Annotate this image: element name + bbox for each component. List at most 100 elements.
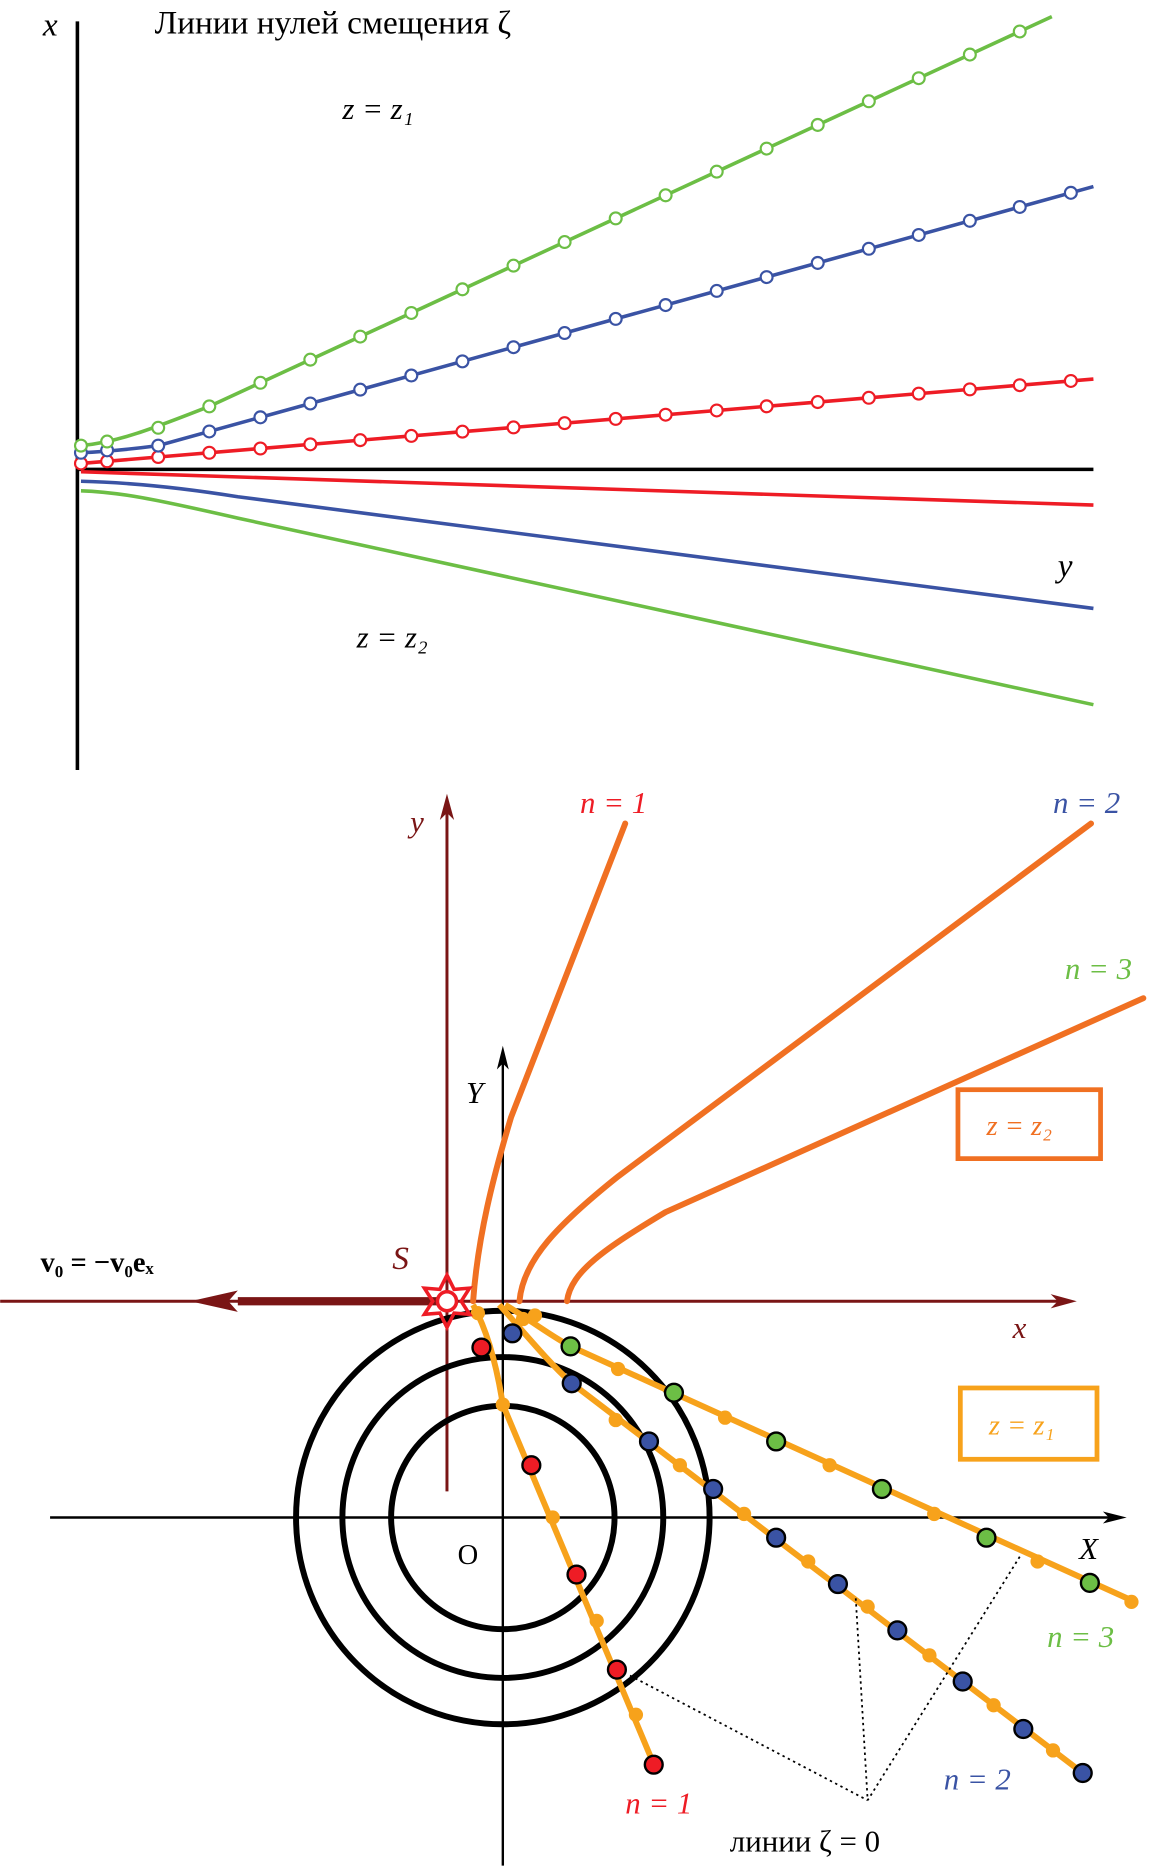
box-z2-label: z = z₂ [985, 1111, 1052, 1142]
bottom-label-n3: n = 3 [1047, 1619, 1114, 1654]
orange-dot [860, 1599, 875, 1614]
orange-dot [736, 1506, 752, 1522]
green-marker [73, 438, 88, 453]
green-dot [560, 1336, 581, 1357]
green-marker [810, 117, 825, 132]
orange-dot [610, 1361, 626, 1377]
green-marker [911, 71, 926, 86]
blue-marker [658, 298, 673, 313]
green-dot [663, 1382, 685, 1403]
red-marker [506, 420, 521, 435]
green-marker [861, 94, 876, 109]
red-marker [759, 399, 774, 414]
blue-marker [353, 382, 368, 397]
blue-marker [911, 227, 926, 242]
red-marker [253, 441, 268, 456]
source-y-label: y [407, 804, 424, 839]
red-dot [566, 1564, 587, 1585]
red-marker [861, 390, 876, 405]
red-dot [521, 1455, 542, 1476]
orange-dot [717, 1410, 733, 1425]
origin-label: O [458, 1540, 479, 1571]
source-star-icon [420, 1271, 473, 1332]
orange-dot [495, 1397, 510, 1412]
x-axis-label: x [42, 7, 58, 44]
red-marker [1012, 378, 1027, 393]
top-label-n3: n = 3 [1065, 951, 1132, 986]
X-axis-label: X [1077, 1531, 1099, 1566]
blue-marker [151, 438, 166, 453]
blue-dot [952, 1671, 973, 1692]
blue-marker [861, 241, 876, 256]
top-label-n1: n = 1 [580, 785, 647, 820]
orange-dot [470, 1305, 485, 1321]
source-label: S [392, 1240, 409, 1277]
red-marker [1063, 373, 1078, 388]
orange-dot [527, 1308, 543, 1323]
red-marker [709, 403, 724, 418]
green-marker [759, 141, 774, 156]
green-dot [976, 1527, 997, 1548]
box-z1 [957, 1385, 1100, 1462]
red-marker [557, 416, 572, 431]
blue-marker [1012, 199, 1027, 214]
green-marker [151, 420, 166, 435]
arrow-head-icon [1050, 1294, 1077, 1309]
blue-marker [455, 354, 470, 369]
green-dot [1079, 1572, 1100, 1593]
green-marker [303, 352, 318, 367]
arrow-head-icon [439, 793, 455, 820]
bottom-panel: y x S v₀ = −v₀eₓ Y X O n = 1 n = 2 [0, 785, 1147, 1866]
blue-dot [638, 1431, 660, 1452]
green-marker [709, 164, 724, 179]
red-marker [911, 386, 926, 401]
green-marker [455, 282, 470, 297]
bottom-label-n2: n = 2 [944, 1762, 1011, 1797]
orange-dot [628, 1707, 644, 1722]
top-label-n2: n = 2 [1053, 785, 1120, 820]
blue-dot [561, 1373, 582, 1394]
blue-marker [709, 283, 724, 298]
green-marker [202, 399, 217, 414]
orange-dot [986, 1698, 1001, 1713]
blue-dot [502, 1323, 523, 1344]
orange-dot [1124, 1594, 1139, 1610]
red-marker [810, 395, 825, 410]
green-dot [766, 1431, 787, 1452]
red-upper-curve [80, 377, 1094, 466]
z2-curve-n3 [564, 995, 1147, 1305]
zero-lines-label: линии ζ = 0 [730, 1823, 880, 1858]
orange-dot [1045, 1743, 1061, 1758]
red-dot [606, 1659, 628, 1680]
orange-dot [1030, 1554, 1045, 1569]
blue-dot [766, 1527, 787, 1548]
orange-dot [922, 1648, 937, 1663]
label-z1: z = z₁ [341, 91, 413, 126]
red-marker [151, 450, 166, 465]
title: Линии нулей смещения ζ [155, 4, 512, 41]
red-lower-curve [80, 469, 1094, 507]
Y-axis-label: Y [466, 1075, 486, 1110]
label-z2: z = z₂ [356, 620, 428, 655]
orange-dot [672, 1458, 688, 1473]
orange-dot [801, 1554, 816, 1569]
green-dot [871, 1478, 893, 1500]
box-z1-label: z = z₁ [988, 1410, 1055, 1441]
green-marker [557, 235, 572, 250]
red-marker [658, 407, 673, 422]
blue-marker [759, 270, 774, 285]
blue-marker [202, 424, 217, 439]
y-axis-label: y [1055, 547, 1073, 584]
blue-marker [608, 311, 623, 326]
blue-marker [253, 410, 268, 425]
green-marker [353, 329, 368, 344]
red-marker [202, 445, 217, 460]
red-marker [404, 428, 419, 443]
green-marker [253, 375, 268, 390]
source-x-label: x [1012, 1310, 1027, 1345]
zero-lines [629, 1556, 1021, 1802]
orange-dot [545, 1510, 560, 1525]
velocity-label: v₀ = −v₀eₓ [41, 1248, 155, 1279]
top-panel: x Линии нулей смещения ζ z = z₁ y z = z₂ [42, 4, 1094, 771]
arrow-head-icon [190, 1290, 238, 1312]
